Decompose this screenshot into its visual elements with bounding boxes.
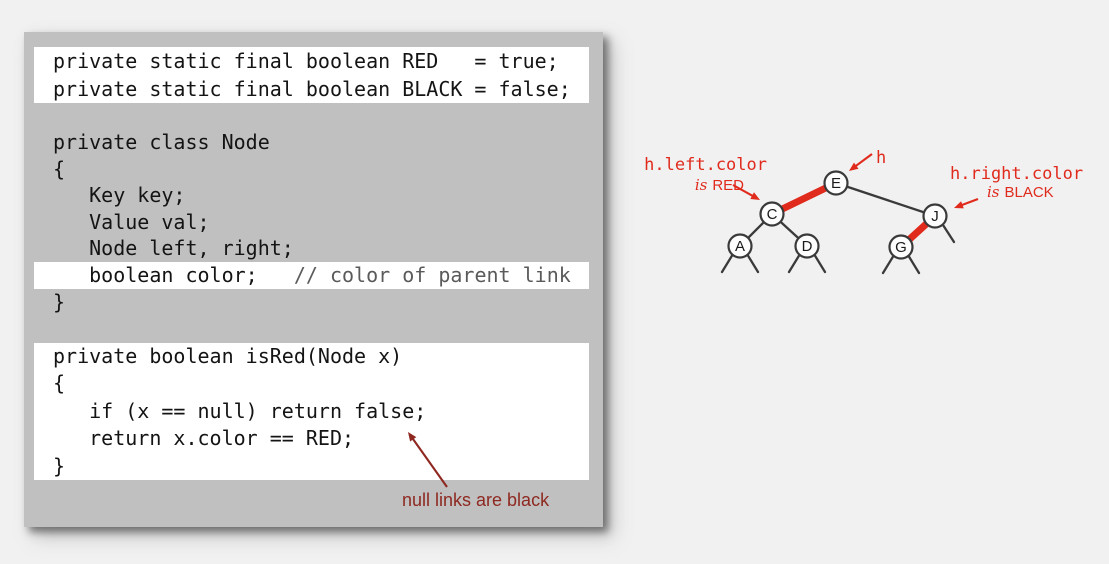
arrow-h-shaft bbox=[853, 153, 873, 169]
code-text: } bbox=[53, 453, 66, 478]
code-text: private class Node bbox=[53, 130, 270, 154]
code-line: { bbox=[34, 156, 589, 183]
code-line: Value val; bbox=[34, 209, 589, 236]
black-link-E-J bbox=[835, 181, 936, 218]
node-circle-D bbox=[794, 233, 820, 259]
code-text: Node left, right; bbox=[53, 236, 294, 261]
arrow-h-left-color-head bbox=[750, 192, 760, 200]
annotation-is-word: is bbox=[987, 183, 1000, 201]
node-circle-J bbox=[922, 203, 948, 229]
node-circle-A bbox=[727, 233, 753, 259]
tree-layer: E C J A D G bbox=[720, 170, 956, 275]
code-panel: private static final boolean RED = true;… bbox=[24, 32, 603, 527]
code-line: if (x == null) return false; bbox=[34, 398, 589, 425]
code-text: private static final boolean RED = true; bbox=[53, 49, 559, 73]
code-text: private boolean isRed(Node x) bbox=[53, 344, 403, 368]
null-link bbox=[812, 252, 827, 274]
node-label-E: E bbox=[831, 175, 841, 192]
null-link bbox=[720, 252, 735, 274]
null-link bbox=[941, 223, 956, 244]
code-line: boolean color; // color of parent link bbox=[34, 261, 589, 289]
node-label-D: D bbox=[802, 238, 813, 255]
null-link bbox=[787, 252, 802, 274]
code-text: { bbox=[53, 156, 66, 181]
code-line: private boolean isRed(Node x) bbox=[34, 343, 589, 370]
arrow-h-right-color-head bbox=[954, 201, 964, 209]
code-text: { bbox=[53, 371, 66, 396]
node-circle-C bbox=[759, 201, 785, 227]
node-circle-E bbox=[823, 170, 849, 196]
code-line: private static final boolean BLACK = fal… bbox=[34, 75, 589, 103]
node-label-G: G bbox=[895, 239, 907, 256]
code-line: { bbox=[34, 370, 589, 397]
code-line: private class Node bbox=[34, 129, 589, 156]
annotation-h-right-value: is BLACK bbox=[987, 183, 1054, 201]
code-text: return x.color == RED; bbox=[53, 426, 355, 451]
null-link bbox=[906, 253, 921, 275]
code-text: if (x == null) return false; bbox=[53, 398, 427, 423]
code-block-0: private static final boolean RED = true;… bbox=[34, 47, 589, 103]
annotation-is-word: is bbox=[695, 176, 708, 194]
code-block-1: private class Node{ Key key; Value val; … bbox=[34, 129, 589, 315]
code-text: Value val; bbox=[53, 209, 210, 234]
code-text: private static final boolean BLACK = fal… bbox=[53, 77, 571, 101]
code-text: boolean color; bbox=[53, 262, 258, 287]
red-link-J-G bbox=[898, 213, 938, 250]
annotation-h-right-color: h.right.color bbox=[950, 164, 1083, 184]
code-line: } bbox=[34, 289, 589, 316]
code-text: Key key; bbox=[53, 183, 186, 208]
annotation-h-left-color: h.left.color bbox=[644, 155, 767, 175]
annotation-color-word: BLACK bbox=[1005, 184, 1054, 201]
node-circle-G bbox=[888, 234, 914, 260]
node-label-A: A bbox=[735, 238, 745, 255]
node-label-J: J bbox=[931, 208, 939, 225]
code-comment: // color of parent link bbox=[257, 262, 571, 287]
code-line: Key key; bbox=[34, 182, 589, 209]
annotation-h: h bbox=[876, 148, 886, 168]
code-text: } bbox=[53, 289, 66, 314]
code-line: return x.color == RED; bbox=[34, 425, 589, 452]
code-line: private static final boolean RED = true; bbox=[34, 47, 589, 75]
node-label-C: C bbox=[767, 206, 778, 223]
black-link-C-A bbox=[739, 213, 773, 247]
code-block-2: private boolean isRed(Node x) { if (x == … bbox=[34, 343, 589, 481]
arrow-h-right-color-shaft bbox=[959, 198, 979, 207]
code-line: Node left, right; bbox=[34, 235, 589, 262]
red-link-E-C bbox=[770, 179, 838, 218]
code-line: } bbox=[34, 453, 589, 480]
annotation-color-word: RED bbox=[712, 177, 744, 194]
black-link-C-D bbox=[771, 213, 808, 247]
null-link bbox=[881, 253, 896, 275]
arrow-h-left-color-shaft bbox=[732, 184, 756, 199]
arrow-h-head bbox=[849, 162, 859, 171]
null-link bbox=[745, 252, 760, 274]
